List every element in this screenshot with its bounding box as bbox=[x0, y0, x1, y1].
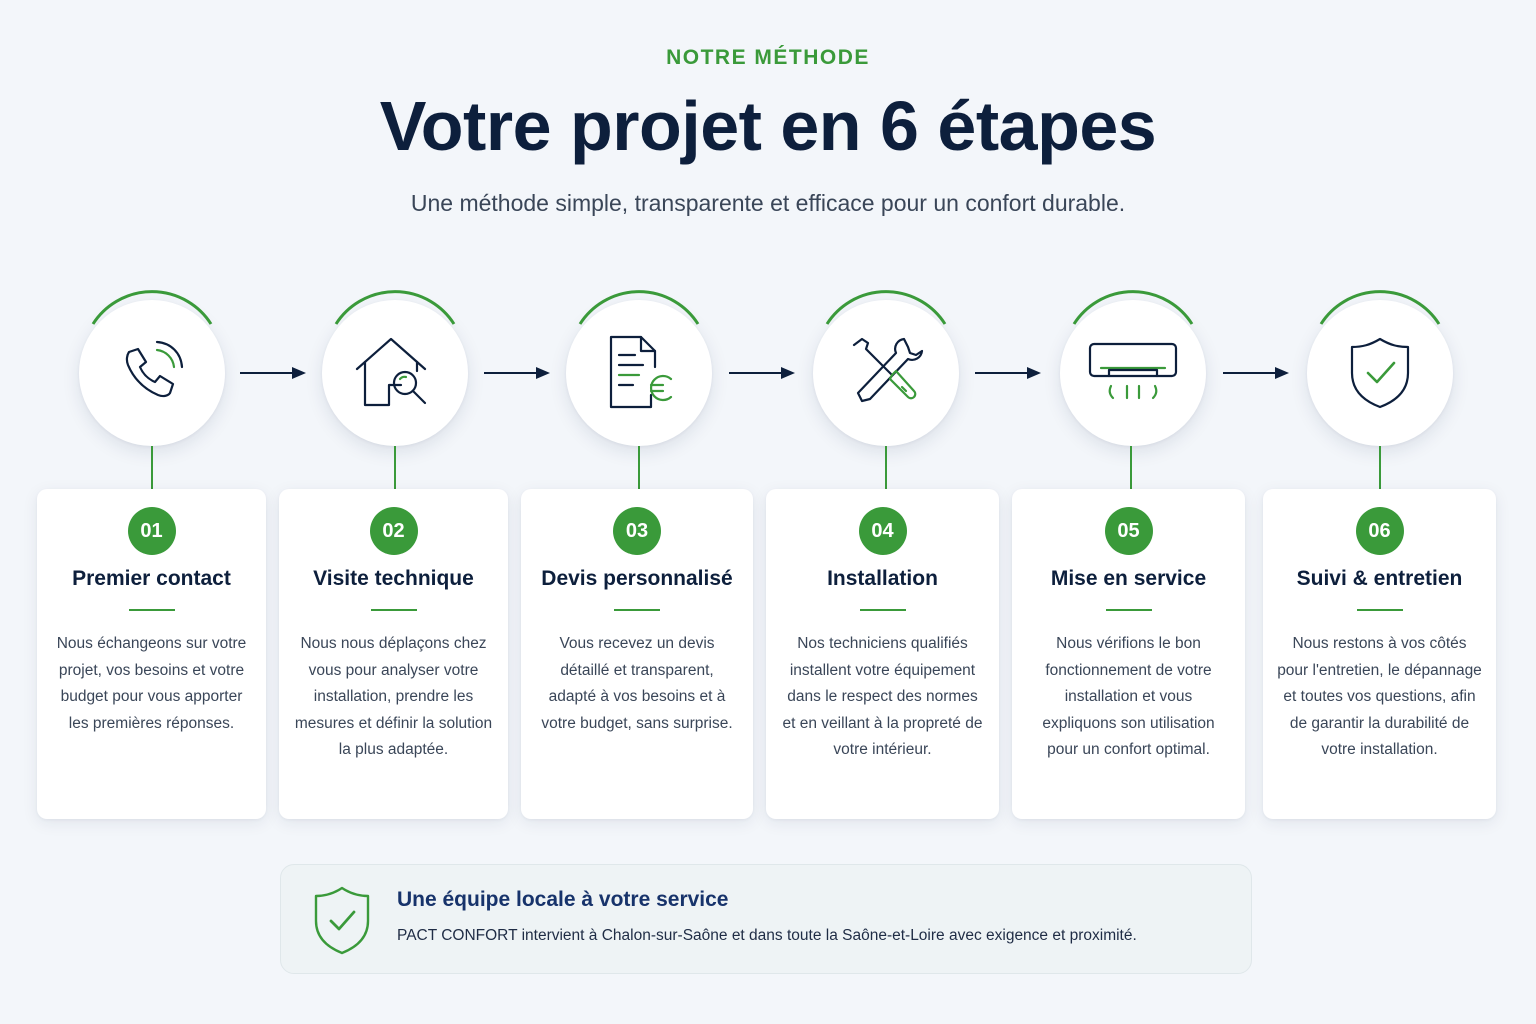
step-3-connector bbox=[638, 446, 640, 508]
step-title: Suivi & entretien bbox=[1296, 567, 1463, 590]
step-number-badge: 06 bbox=[1355, 507, 1404, 555]
step-1-icon-circle bbox=[79, 300, 225, 446]
tools-icon bbox=[852, 337, 924, 403]
step-4-connector bbox=[885, 446, 887, 508]
title-underline bbox=[1356, 609, 1403, 611]
step-2-icon-circle bbox=[322, 300, 468, 446]
arrow-right-icon bbox=[975, 367, 1041, 379]
banner-text: PACT CONFORT intervient à Chalon-sur-Saô… bbox=[397, 927, 1137, 944]
title-underline bbox=[859, 609, 906, 611]
step-5-icon-circle bbox=[1060, 300, 1206, 446]
title-underline bbox=[1105, 609, 1152, 611]
step-6-icon-circle bbox=[1307, 300, 1453, 446]
step-4-arc bbox=[825, 290, 947, 325]
quote-euro-icon bbox=[609, 335, 673, 409]
step-title: Mise en service bbox=[1050, 567, 1207, 590]
arrow-right-icon bbox=[484, 367, 550, 379]
step-3-arc bbox=[578, 290, 700, 325]
page-title: Votre projet en 6 étapes bbox=[379, 87, 1157, 165]
step-4-icon-circle bbox=[813, 300, 959, 446]
banner-title: Une équipe locale à votre service bbox=[397, 888, 729, 911]
arrow-right-icon bbox=[1223, 367, 1289, 379]
step-1-connector bbox=[151, 446, 153, 508]
air-conditioner-icon bbox=[1088, 342, 1178, 400]
local-team-banner: Une équipe locale à votre service PACT C… bbox=[280, 864, 1252, 974]
step-title: Visite technique bbox=[313, 567, 474, 590]
step-description: Nous nous déplaçons chez vous pour analy… bbox=[294, 635, 493, 758]
step-2-connector bbox=[394, 446, 396, 508]
step-card-1: 01 Premier contact Nous échangeons sur v… bbox=[37, 489, 266, 819]
step-card-4: 04 Installation Nos techniciens qualifié… bbox=[766, 489, 999, 819]
step-1-arc bbox=[91, 290, 213, 325]
title-underline bbox=[128, 609, 175, 611]
house-search-icon bbox=[355, 337, 427, 407]
title-underline bbox=[614, 609, 660, 611]
step-title: Premier contact bbox=[72, 567, 231, 590]
step-description: Nous échangeons sur votre projet, vos be… bbox=[56, 635, 247, 732]
shield-check-icon bbox=[1350, 337, 1410, 409]
step-2-arc bbox=[334, 290, 456, 325]
step-card-5: 05 Mise en service Nous vérifions le bon… bbox=[1012, 489, 1245, 819]
step-6-arc bbox=[1319, 290, 1441, 325]
step-description: Vous recevez un devis détaillé et transp… bbox=[541, 635, 733, 732]
step-number-badge: 05 bbox=[1104, 507, 1153, 555]
step-description: Nous vérifions le bon fonctionnement de … bbox=[1042, 635, 1215, 758]
step-5-connector bbox=[1130, 446, 1132, 508]
step-6-connector bbox=[1379, 446, 1381, 508]
step-description: Nos techniciens qualifiés installent vot… bbox=[782, 635, 983, 758]
step-card-2: 02 Visite technique Nous nous déplaçons … bbox=[279, 489, 508, 819]
phone-icon bbox=[125, 340, 184, 398]
step-number-badge: 01 bbox=[127, 507, 176, 555]
step-3-icon-circle bbox=[566, 300, 712, 446]
step-card-3: 03 Devis personnalisé Vous recevez un de… bbox=[521, 489, 753, 819]
page-subtitle: Une méthode simple, transparente et effi… bbox=[410, 190, 1126, 216]
step-card-6: 06 Suivi & entretien Nous restons à vos … bbox=[1263, 489, 1496, 819]
step-5-arc bbox=[1072, 290, 1194, 325]
step-title: Installation bbox=[827, 567, 938, 590]
eyebrow-label: NOTRE MÉTHODE bbox=[666, 46, 870, 69]
step-number-badge: 04 bbox=[858, 507, 907, 555]
title-underline bbox=[370, 609, 417, 611]
shield-check-icon bbox=[314, 886, 370, 955]
step-title: Devis personnalisé bbox=[541, 567, 733, 590]
step-description: Nous restons à vos côtés pour l'entretie… bbox=[1277, 635, 1482, 758]
step-number-badge: 02 bbox=[369, 507, 418, 555]
arrow-right-icon bbox=[240, 367, 306, 379]
arrow-right-icon bbox=[729, 367, 795, 379]
step-number-badge: 03 bbox=[613, 507, 661, 555]
